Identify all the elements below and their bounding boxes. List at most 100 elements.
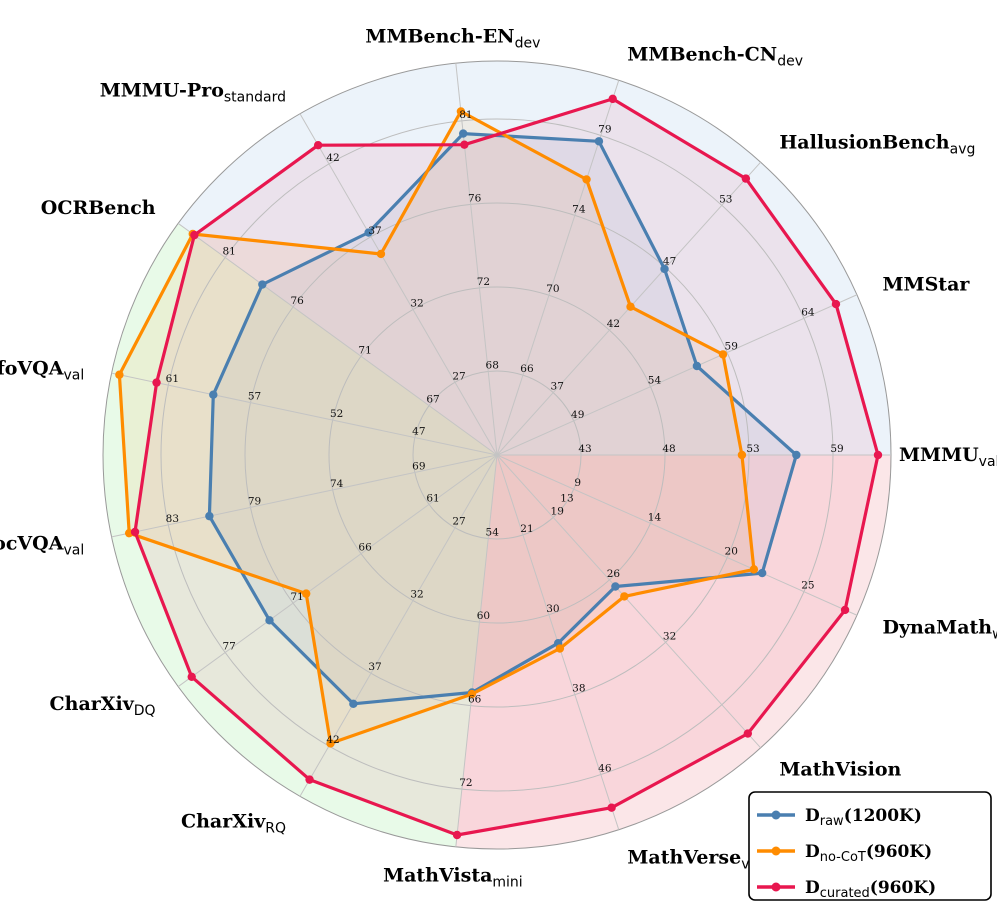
axis-label-main: InfoVQA [0,357,64,379]
series-1-point-10 [326,739,335,748]
series-2-point-10 [305,775,314,784]
legend-swatch-dot-0 [771,810,781,820]
legend: Draw(1200K)Dno-CoT(960K)Dcurated(960K) [748,791,992,901]
spoke-11 [455,454,498,847]
series-1-point-4 [456,107,466,116]
series-2-point-8 [130,527,140,537]
axis-label-sub: dev [777,54,803,70]
tick-label: 14 [648,511,662,523]
spoke-7 [111,372,498,456]
series-2-point-6 [190,230,199,240]
axis-label-5: MMMU-Prostandard [100,80,286,106]
tick-label: 42 [607,318,620,330]
tick-label: 46 [598,763,612,775]
axis-label-sub: val [979,454,997,470]
legend-box [748,791,992,901]
tick-label: 42 [326,152,339,164]
axis-label-main: CharXiv [50,693,135,715]
legend-label-0: Draw(1200K) [805,806,922,829]
legend-swatch-dot-1 [771,846,781,856]
tick-label: 13 [560,492,573,504]
axis-label-3: MMBench-CNdev [627,44,803,70]
legend-swatch-dot-2 [771,882,781,892]
tick-label: 70 [546,283,559,295]
series-line-0 [207,132,798,706]
series-0-point-14 [757,568,767,578]
tick-label: 83 [166,513,179,525]
tick-label: 53 [746,443,759,455]
tick-label: 48 [662,443,675,455]
series-0-point-0 [792,450,801,460]
inner-tint [119,98,878,835]
series-1-point-11 [467,689,477,699]
series-0-point-7 [209,390,218,399]
axis-label-main: MMBench-CN [627,44,777,66]
tick-label: 54 [486,527,500,539]
sector-1 [102,223,497,847]
tick-label: 47 [412,426,425,438]
tick-label: 81 [459,109,472,121]
series-0-point-9 [265,616,274,625]
tick-label: 79 [248,495,261,507]
axis-label-main: HallusionBench [779,131,949,153]
axis-label-sub: avg [950,141,976,157]
series-layer [115,94,883,840]
tick-label: 61 [166,373,179,385]
series-0-point-8 [205,511,214,521]
axis-label-9: CharXivDQ [50,693,156,719]
tick-label: 37 [368,661,381,673]
series-0-point-2 [660,264,669,274]
tick-label: 42 [326,734,339,746]
series-1-point-1 [718,350,728,359]
axis-label-0: MMMUval [899,444,997,470]
tick-label: 32 [410,298,423,310]
series-2-point-5 [313,141,323,150]
axis-label-main: CharXiv [181,810,266,832]
series-fill-1 [119,111,754,744]
tick-label: 61 [426,492,439,504]
axis-label-main: MMBench-EN [365,25,514,47]
axis-label-main: OCRBench [41,197,156,219]
axis-label-1: MMStar [883,273,971,295]
series-2-point-7 [152,378,161,387]
tick-label: 57 [248,391,261,403]
tick-label: 64 [801,306,815,318]
tick-label: 27 [452,370,465,382]
tick-label: 77 [222,640,235,652]
series-2-point-14 [840,605,850,615]
spoke-14 [496,454,858,616]
tick-label: 60 [477,610,490,622]
tick-label: 59 [725,341,738,353]
axis-label-main: MathVerse [627,846,741,868]
axis-label-sub: mini [492,875,522,891]
tick-label: 81 [222,246,235,258]
spoke-13 [496,454,762,749]
axis-label-sub: val [63,367,84,383]
tick-label: 19 [551,505,564,517]
series-2-point-11 [452,830,462,840]
axis-label-2: HallusionBenchavg [779,131,975,157]
tick-label: 37 [368,225,381,237]
tick-label: 32 [410,588,423,600]
axis-label-10: CharXivRQ [181,810,286,836]
series-1-point-2 [626,302,635,311]
legend-label-1: Dno-CoT(960K) [805,842,932,865]
spoke-1 [496,294,858,456]
tick-label: 66 [468,694,482,706]
axis-label-main: MMStar [883,273,971,295]
series-0-point-6 [258,280,267,289]
axis-label-sub: RQ [265,820,286,836]
tick-label: 71 [358,344,371,356]
axis-label-sub: worst [992,627,997,643]
tick-label: 71 [290,591,303,603]
tick-label: 74 [330,478,344,490]
series-line-2 [133,97,880,837]
axis-label-4: MMBench-ENdev [365,25,540,51]
series-2-point-2 [741,174,751,183]
spoke-4 [455,63,498,456]
spoke-8 [111,454,498,538]
series-0-point-10 [349,699,358,709]
tick-label: 67 [426,394,439,406]
